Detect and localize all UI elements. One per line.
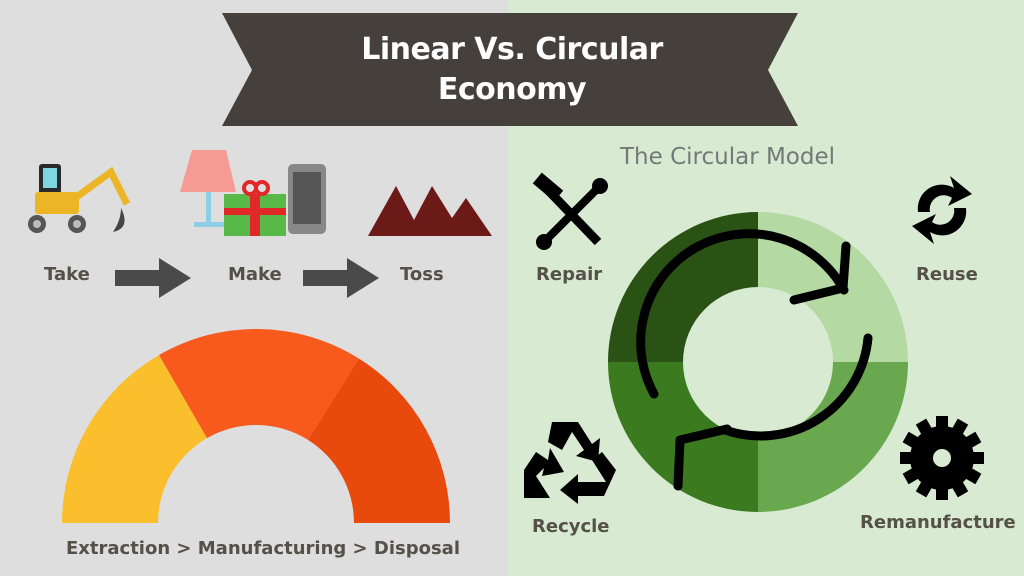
cycle-arrow [720,333,873,441]
refresh-icon [912,176,972,244]
page-title: Linear Vs. Circular Economy [340,30,684,110]
arrowhead-icon [789,241,851,305]
linear-gauge [62,329,450,523]
excavator-icon [28,164,131,233]
stage-reuse: Reuse [916,264,978,285]
title-line-2: Economy [437,72,587,107]
arrow-right-icon [115,258,191,298]
gauge-segment-manufacturing [159,329,359,440]
stage-remanufacture: Remanufacture [860,512,1016,533]
recycle-icon [524,422,616,504]
stage-recycle: Recycle [532,516,610,537]
products-icon [180,150,326,236]
gauge-segment-disposal [307,358,450,523]
step-take: Take [44,264,90,285]
arrowhead-icon [673,424,732,491]
step-toss: Toss [400,264,444,285]
arrow-right-icon [303,258,379,298]
circular-heading: The Circular Model [620,144,836,170]
step-make: Make [228,264,282,285]
gauge-caption: Extraction > Manufacturing > Disposal [66,538,460,559]
landfill-icon [368,186,492,236]
tools-icon [532,172,608,250]
cycle-arrow [636,229,849,399]
gear-icon [900,416,984,500]
title-banner [222,13,798,126]
title-line-1: Linear Vs. Circular [361,32,663,67]
ring-segment-remanufacture [758,362,908,512]
stage-repair: Repair [536,264,603,285]
gauge-segment-extraction [62,354,207,523]
